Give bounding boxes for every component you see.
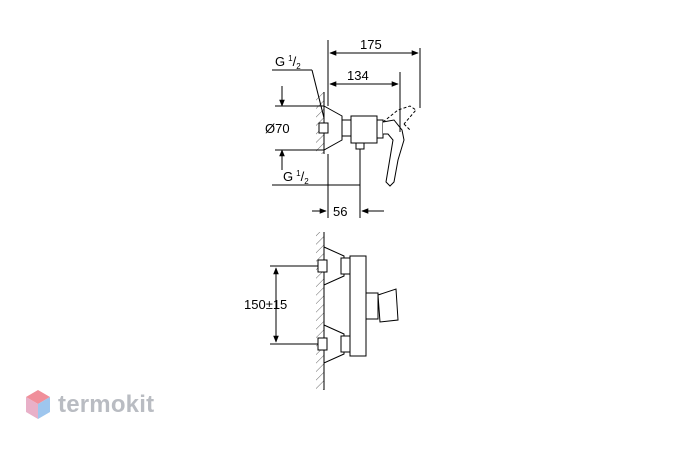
front-view: [270, 232, 399, 390]
nut-upper: [317, 259, 328, 273]
dim-label-spacing: 150±15: [244, 297, 287, 312]
nut2-upper: [340, 257, 351, 275]
escutcheon-side: [323, 105, 343, 151]
dim-label-56: 56: [333, 204, 347, 219]
nut2-lower: [340, 335, 351, 353]
nut-lower: [317, 337, 328, 351]
dim-label-diameter: Ø70: [265, 121, 290, 136]
dim-label-175: 175: [360, 37, 382, 52]
lever-open-position: [382, 105, 417, 125]
cube-icon: [26, 390, 50, 419]
nut2-side: [341, 119, 352, 137]
dim-label-134: 134: [347, 68, 369, 83]
mixer-body-front: [349, 255, 367, 357]
cartridge-side: [376, 119, 384, 139]
cartridge-front: [365, 292, 379, 320]
leader-thread-top-2: [311, 69, 325, 119]
nut-side: [318, 122, 329, 134]
lever-side: [382, 119, 405, 187]
watermark-logo: termokit: [24, 388, 154, 422]
side-view: [272, 40, 421, 218]
wall-hatch-bottom: [316, 232, 324, 390]
mixer-body-side: [350, 115, 378, 144]
outlet-side: [355, 142, 365, 150]
watermark-text: termokit: [58, 391, 155, 418]
lever-front: [377, 288, 399, 323]
